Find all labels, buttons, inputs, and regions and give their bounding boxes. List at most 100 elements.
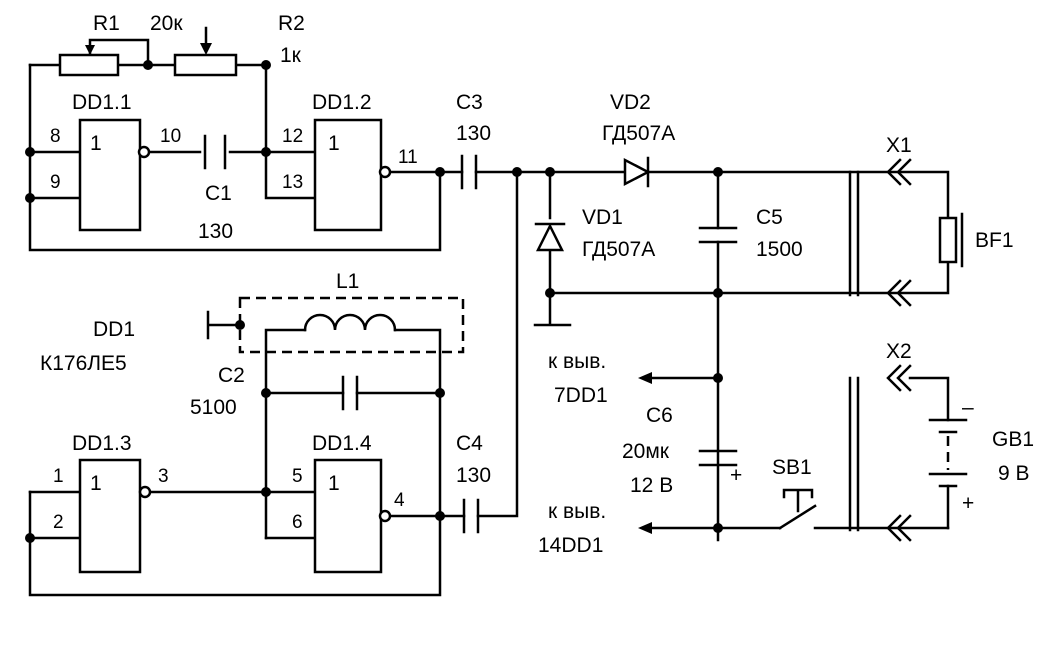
switch-sb1-contact [778, 504, 817, 530]
wire-r2-node [234, 63, 317, 200]
inductor-l1 [303, 313, 397, 332]
r2-label: R2 [278, 12, 305, 35]
battery-cell-2 [928, 472, 968, 488]
pin-8: 8 [50, 126, 61, 147]
pin-6: 6 [292, 512, 303, 533]
c6-polarity: + [730, 464, 742, 487]
c1-label: C1 [205, 182, 232, 205]
power-supply [638, 364, 968, 542]
chip-part: К176ЛЕ5 [40, 352, 127, 375]
capacitor-c1 [203, 134, 227, 170]
connector-x2-bar [848, 376, 860, 532]
gb1-value: 9 В [998, 462, 1030, 485]
r1-wiper-arrow [85, 45, 95, 55]
vd1-label: VD1 [582, 206, 623, 229]
c2-value: 5100 [190, 396, 237, 419]
pin-4: 4 [394, 490, 405, 511]
wire-vd2-x1 [515, 170, 950, 220]
pin-12: 12 [282, 126, 303, 147]
junction-dot [143, 60, 153, 70]
junction-dot [435, 511, 445, 521]
pin-11: 11 [398, 147, 418, 168]
vd1-part: ГД507А [582, 238, 655, 261]
junction-dot [261, 60, 271, 70]
dd1-1-symbol: 1 [90, 132, 102, 155]
junction-dot [25, 193, 35, 203]
wire-bottom-rail [548, 260, 950, 295]
pin-10: 10 [160, 126, 181, 147]
r1-value: 20к [150, 12, 183, 35]
dd1-3-symbol: 1 [90, 472, 102, 495]
junction-dot [545, 288, 555, 298]
r2-wiper-arrow [200, 43, 212, 55]
capacitor-c6 [698, 449, 738, 467]
wire-l1-screen-ground [206, 310, 242, 340]
dd1-2-label: DD1.2 [312, 91, 372, 114]
dd1-4-label: DD1.4 [312, 432, 372, 455]
c4-value: 130 [456, 464, 491, 487]
pin-2: 2 [53, 512, 64, 533]
c3-value: 130 [456, 122, 491, 145]
capacitor-c2 [341, 375, 359, 411]
c6-voltage: 12 В [630, 474, 673, 497]
junction-dot [235, 320, 245, 330]
dd1-1-inverter-bubble [137, 145, 151, 159]
dd1-1-label: DD1.1 [72, 91, 132, 114]
battery-cell-1 [928, 418, 968, 434]
junction-dot [713, 373, 723, 383]
wire-lc-tank [264, 328, 442, 540]
c5-value: 1500 [756, 238, 803, 261]
detector-output [515, 156, 964, 542]
capacitor-c5 [698, 226, 738, 244]
sb1-label: SB1 [772, 456, 812, 479]
tap-14dd1-line2: 14DD1 [538, 534, 603, 557]
r1-label: R1 [93, 12, 120, 35]
c4-label: C4 [456, 432, 483, 455]
junction-dot [25, 147, 35, 157]
junction-dot [545, 167, 555, 177]
c2-label: C2 [218, 364, 245, 387]
diode-vd1 [535, 223, 565, 252]
c5-label: C5 [756, 206, 783, 229]
vd2-label: VD2 [610, 91, 651, 114]
lower-oscillator [25, 170, 519, 597]
upper-oscillator [25, 26, 522, 252]
c6-value: 20мк [622, 440, 670, 463]
resistor-r2 [173, 53, 238, 77]
vd2-part: ГД507А [602, 122, 675, 145]
pin-1: 1 [53, 466, 64, 487]
x2-label: X2 [886, 340, 912, 363]
junction-dot [713, 167, 723, 177]
tap-14dd1-line1: к выв. [548, 500, 606, 523]
wire-dd13-inputs [28, 490, 82, 540]
gb1-plus: + [962, 492, 974, 515]
switch-sb1-actuator [782, 488, 814, 513]
junction-dot [261, 487, 271, 497]
gate-dd1-1 [78, 118, 142, 232]
tap-14dd1-arrow [638, 522, 652, 534]
wire-dd11-inputs [28, 150, 82, 200]
pin-9: 9 [50, 172, 61, 193]
junction-dot [25, 533, 35, 543]
dd1-2-inverter-bubble [378, 165, 392, 179]
wire-battery-minus [908, 376, 950, 422]
tap-7dd1-arrow [638, 372, 652, 384]
labels: R1 20к R2 1к DD1.1 1 8 9 10 C1 130 DD1.2… [40, 12, 1034, 557]
gate-dd1-2 [313, 118, 383, 232]
gate-dd1-4 [313, 458, 383, 574]
chip-name: DD1 [93, 318, 135, 341]
junction-dot [261, 147, 271, 157]
gate-dd1-3 [78, 458, 142, 574]
l1-label: L1 [336, 270, 359, 293]
c3-label: C3 [456, 91, 483, 114]
gb1-label: GB1 [992, 428, 1034, 451]
connector-x2-top [886, 364, 912, 392]
earphone-bf1 [938, 216, 958, 264]
c6-label: C6 [646, 404, 673, 427]
dd1-4-inverter-bubble [378, 509, 392, 523]
capacitor-c3 [460, 154, 478, 190]
resistor-r1 [58, 53, 120, 77]
dd1-2-symbol: 1 [328, 132, 340, 155]
connector-x2-bottom [886, 514, 912, 542]
